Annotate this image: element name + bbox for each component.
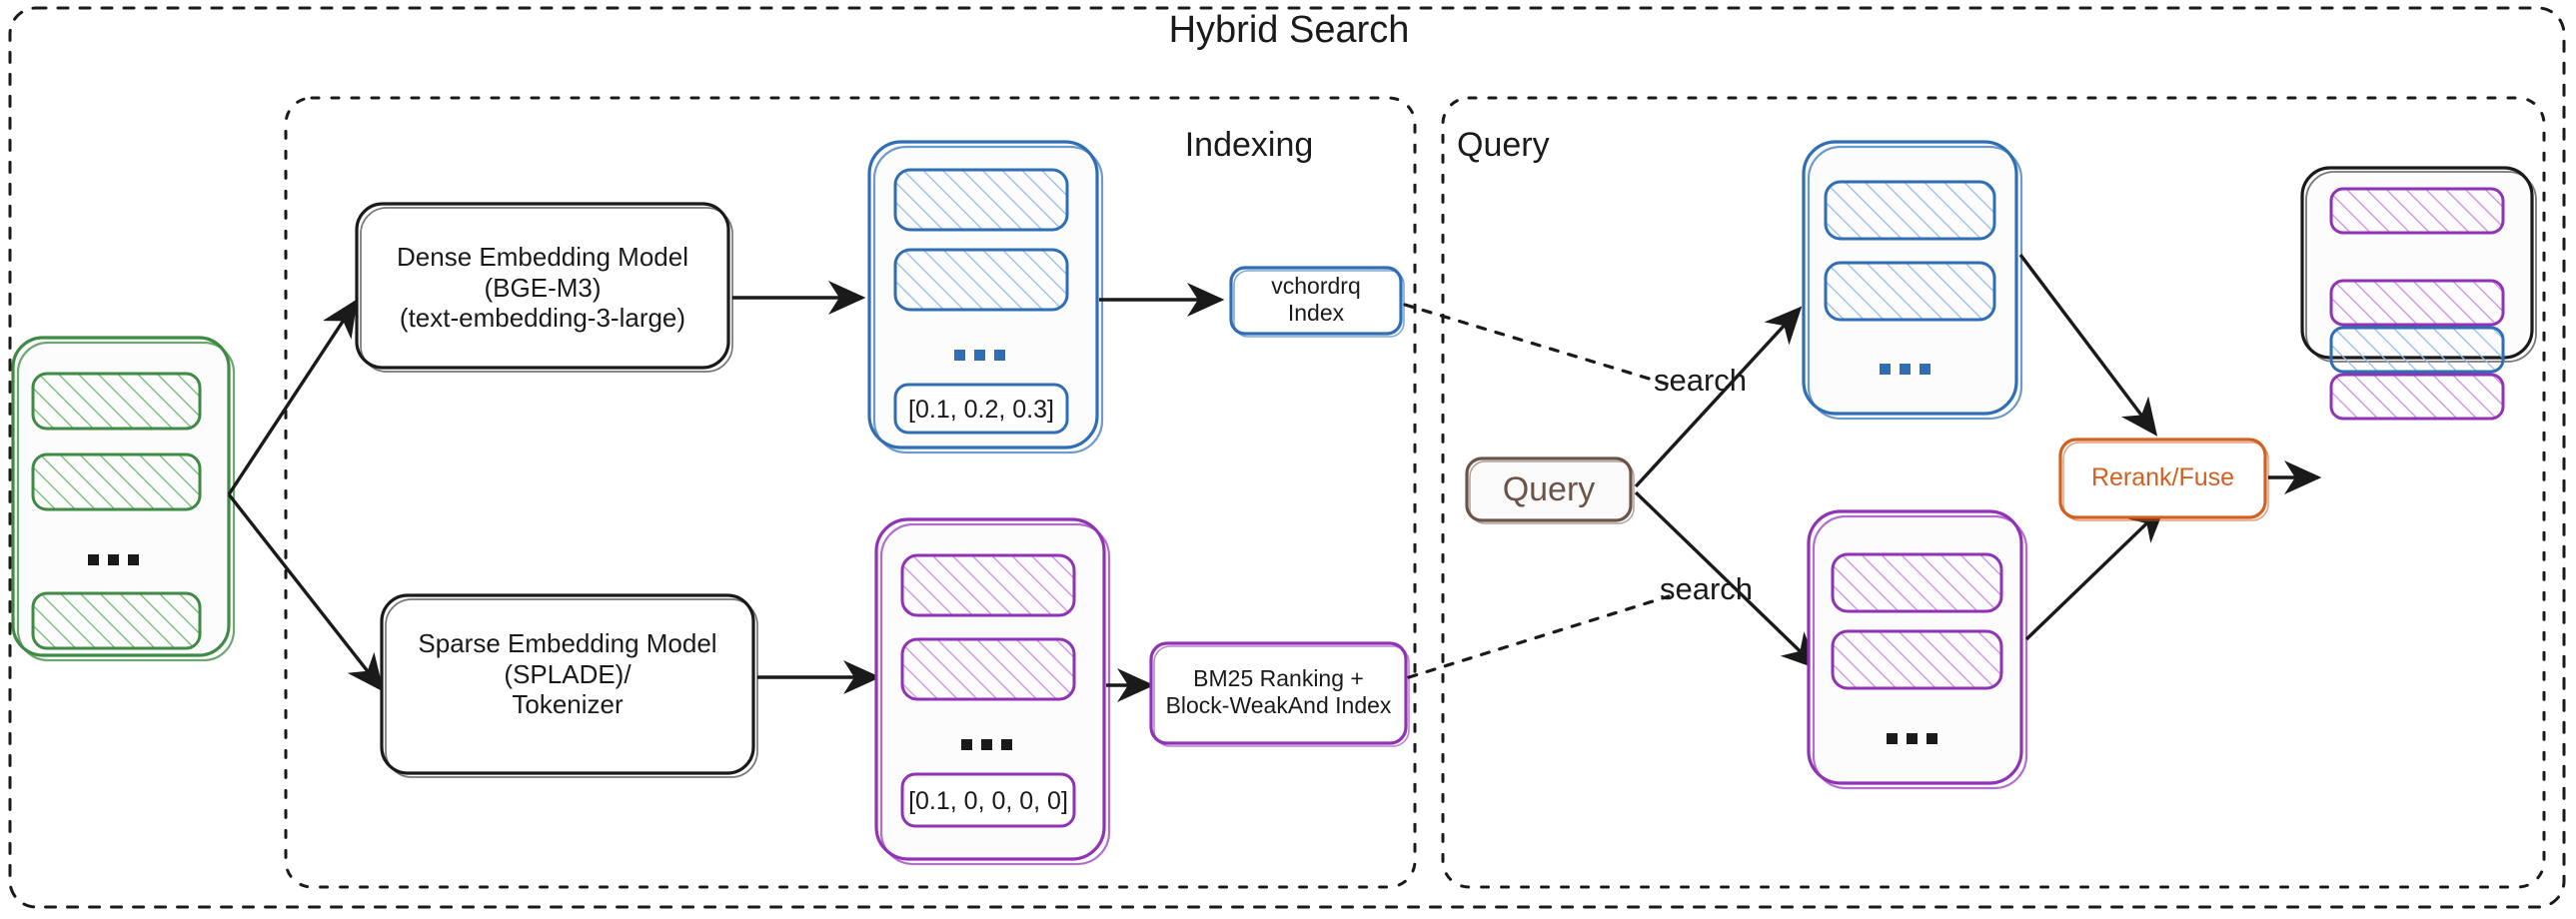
dense-results-stack-ellipsis [1880, 364, 1931, 375]
ellipsis-dot [981, 739, 992, 750]
ellipsis-dot [88, 554, 99, 565]
documents-stack [11, 336, 236, 662]
ellipsis-dot [961, 739, 972, 750]
query-node-label: Query [1502, 470, 1596, 508]
ellipsis-dot [1880, 364, 1891, 375]
ellipsis-dot [1927, 733, 1937, 744]
sparse-index-stack-ellipsis [961, 739, 1012, 750]
query-section-label: Query [1457, 126, 1550, 164]
edge-documents-to-dense [227, 299, 358, 495]
dotted-link-bm25-to-search-bottom [1407, 594, 1671, 679]
ellipsis-dot [1920, 364, 1931, 375]
ellipsis-dot [1907, 733, 1918, 744]
vchordrq-index-label: vchordrq Index [1271, 273, 1361, 327]
dense-embedding-model-label: Dense Embedding Model (BGE-M3) (text-emb… [397, 242, 688, 334]
final-results-stack [2300, 166, 2537, 421]
indexing-container [284, 96, 1417, 889]
rerank-fuse-label: Rerank/Fuse [2090, 463, 2235, 491]
dense-vector-value: [0.1, 0.2, 0.3] [908, 396, 1054, 424]
dense-results-stack [1802, 140, 2023, 421]
sparse-vector-value: [0.1, 0, 0, 0, 0] [908, 787, 1068, 815]
ellipsis-dot [108, 554, 119, 565]
ellipsis-dot [1001, 739, 1012, 750]
ellipsis-dot [1900, 364, 1911, 375]
ellipsis-dot [974, 350, 985, 361]
ellipsis-dot [954, 350, 965, 361]
ellipsis-dot [994, 350, 1005, 361]
page-title: Hybrid Search [1168, 9, 1410, 51]
indexing-section-label: Indexing [1184, 126, 1314, 164]
dense-index-stack-ellipsis [954, 350, 1005, 361]
edge-sparse-results-to-rerank [2024, 504, 2166, 641]
ellipsis-dot [1887, 733, 1898, 744]
bm25-index-label: BM25 Ranking + Block-WeakAnd Index [1165, 665, 1392, 719]
search-label-top: search [1654, 363, 1748, 398]
sparse-embedding-model-label: Sparse Embedding Model (SPLADE)/ Tokeniz… [418, 628, 717, 720]
dotted-link-vchordrq-to-search-top [1403, 303, 1671, 387]
edge-dense-results-to-rerank [2018, 253, 2158, 437]
sparse-results-stack [1807, 509, 2028, 790]
documents-stack-ellipsis [88, 554, 139, 565]
search-label-bottom: search [1660, 571, 1754, 606]
ellipsis-dot [128, 554, 139, 565]
edge-documents-to-sparse [227, 492, 385, 692]
sparse-results-stack-ellipsis [1887, 733, 1937, 744]
